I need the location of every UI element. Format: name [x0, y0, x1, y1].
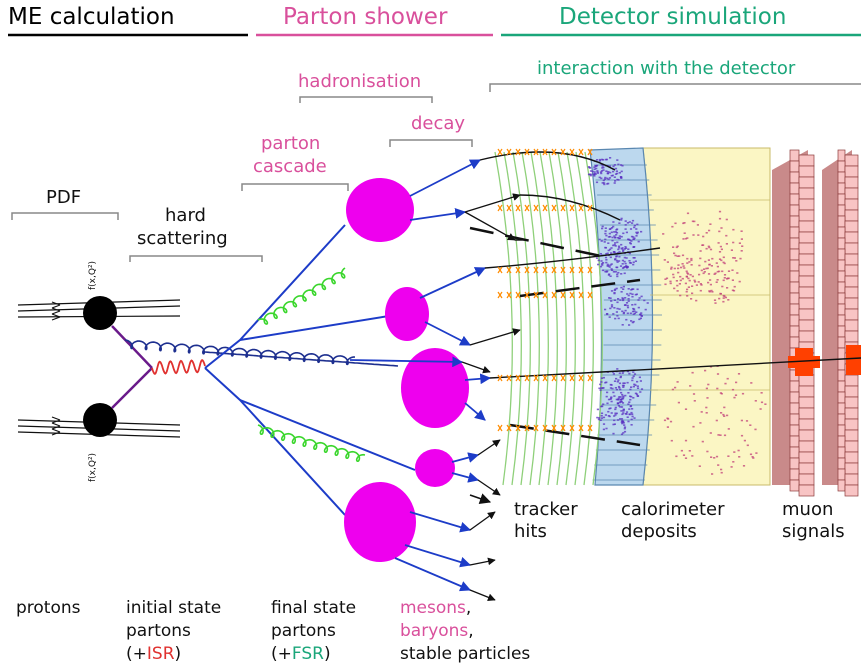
decay-label: decay	[411, 113, 466, 134]
calorimeter-deposits-label-2: deposits	[621, 521, 697, 542]
baryons-label: baryons,	[400, 621, 474, 641]
mesons-label: mesons,	[400, 598, 472, 618]
energy-deposits	[587, 157, 767, 475]
neutral-tracks	[469, 226, 641, 447]
protons-label: protons	[16, 598, 81, 618]
interaction-label: interaction with the detector	[537, 58, 796, 79]
fsr-label: FSR	[291, 644, 324, 664]
fsr-gluon	[257, 424, 366, 462]
decay-tracks	[461, 193, 521, 602]
initial-state-label-1: initial state	[126, 598, 222, 618]
tracker-hit-markers	[497, 148, 593, 432]
proton-pdf-blob-bottom	[83, 403, 117, 437]
muon-signals-label-2: signals	[782, 521, 845, 542]
parton-cascade-label-2: cascade	[253, 156, 327, 177]
fsr-gluon	[257, 267, 346, 325]
proton-pdf-blob-top	[83, 296, 117, 330]
hard-scattering-label-1: hard	[165, 205, 206, 226]
stage-brackets	[11, 83, 861, 262]
isr-label: ISR	[146, 644, 175, 664]
tracker-hits-label-2: hits	[514, 521, 547, 542]
final-state-label-1: final state	[271, 598, 357, 618]
pdf-label: PDF	[46, 187, 82, 208]
initial-partons	[111, 325, 153, 409]
final-state-label-2: partons	[271, 621, 336, 641]
calorimeter	[589, 147, 771, 486]
parton-shower-header: Parton shower	[283, 4, 448, 30]
tracker-hits-label-1: tracker	[514, 499, 578, 520]
hard-scattering-label-2: scattering	[137, 228, 228, 249]
pdf-formula-top: f(x,Q²)	[88, 260, 98, 290]
gluon-line	[204, 351, 399, 367]
muon-signals-label-1: muon	[782, 499, 834, 520]
calorimeter-deposits-label-1: calorimeter	[621, 499, 725, 520]
parton-lines	[204, 224, 416, 516]
hadron-tracks	[349, 159, 492, 592]
hadronisation-blobs	[344, 178, 469, 562]
parton-cascade-label-1: parton	[261, 133, 321, 154]
hadronisation-label: hadronisation	[298, 71, 422, 92]
tracker-layers	[494, 151, 603, 486]
stable-particles-label: stable particles	[400, 644, 531, 664]
detector-simulation-header: Detector simulation	[559, 4, 787, 30]
jet-arrows	[469, 493, 492, 504]
isr-gluon	[151, 359, 206, 375]
initial-state-label-2: partons	[126, 621, 191, 641]
final-state-label-3: (+FSR)	[271, 644, 331, 664]
muon-chambers	[772, 149, 861, 497]
pdf-formula-bottom: f(x,Q²)	[88, 452, 98, 482]
muon-hit	[846, 345, 861, 375]
me-calculation-header: ME calculation	[8, 4, 175, 30]
initial-state-label-3: (+ISR)	[126, 644, 182, 664]
